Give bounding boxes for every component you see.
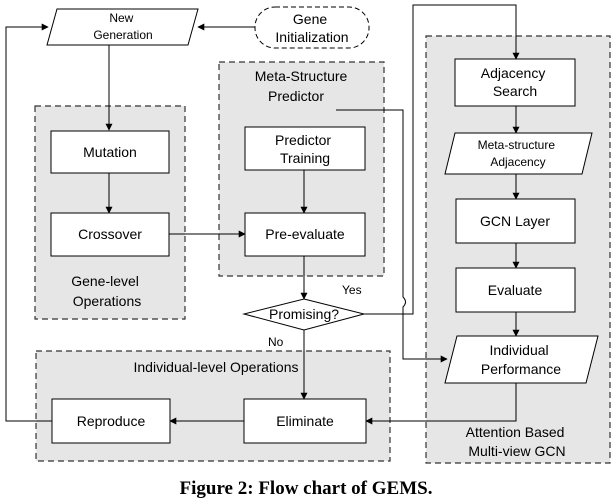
individual-performance-label: Individual Performance [481, 342, 561, 377]
figure-caption: Figure 2: Flow chart of GEMS. [180, 478, 433, 499]
predictor-training-node [244, 126, 366, 171]
individual-performance-node [444, 335, 599, 384]
edge-reproduce-to-newgen [5, 23, 52, 422]
gene-initialization-node [254, 6, 370, 49]
reproduce-node [51, 398, 171, 444]
promising-label: Promising? [269, 306, 339, 322]
eliminate-node [243, 398, 367, 444]
reproduce-label: Reproduce [77, 413, 146, 429]
meta-structure-adjacency-node [444, 132, 593, 175]
promising-decision-node [242, 298, 366, 331]
meta-structure-adjacency-label: Meta-structure Adjacency [478, 138, 559, 169]
new-generation-node [46, 8, 199, 46]
edge-label-no: No [268, 335, 284, 349]
adjacency-search-label: Adjacency Search [481, 65, 549, 99]
edge-predictor-to-performance [336, 109, 448, 363]
edge-performance-to-eliminate [365, 383, 517, 425]
gcn-layer-node [455, 198, 576, 244]
new-generation-label: New Generation [93, 11, 152, 42]
edge-promising-yes-to-adjacency [364, 4, 520, 315]
mutation-label: Mutation [83, 144, 137, 160]
crossover-label: Crossover [78, 226, 142, 242]
crossover-node [50, 212, 170, 257]
meta-structure-predictor-label: Meta-Structure Predictor [255, 68, 351, 104]
edge-label-yes: Yes [342, 283, 362, 297]
individual-level-group-label: Individual-level Operations [134, 359, 299, 375]
attention-gcn-group [425, 35, 611, 464]
adjacency-search-node [454, 58, 576, 107]
gene-initialization-label: Gene Initialization [275, 11, 348, 45]
gene-level-group-label: Gene-level Operations [71, 273, 143, 309]
predictor-training-label: Predictor Training [275, 132, 335, 166]
attention-gcn-group-label: Attention Based Multi-view GCN [466, 424, 569, 459]
eliminate-label: Eliminate [276, 413, 334, 429]
evaluate-node [455, 267, 576, 313]
evaluate-label: Evaluate [488, 282, 543, 298]
gcn-layer-label: GCN Layer [480, 213, 550, 229]
pre-evaluate-label: Pre-evaluate [265, 226, 345, 242]
mutation-node [50, 130, 170, 174]
pre-evaluate-node [244, 212, 366, 257]
